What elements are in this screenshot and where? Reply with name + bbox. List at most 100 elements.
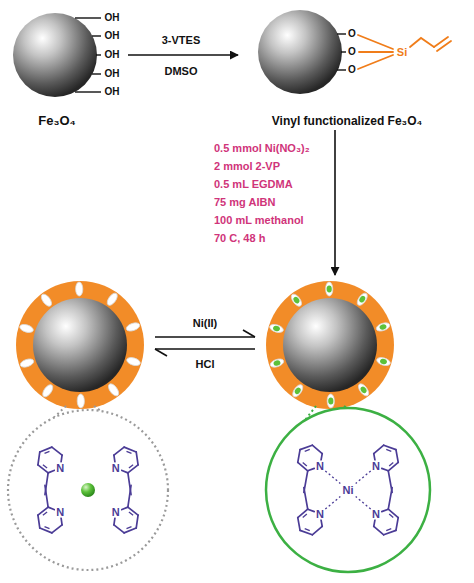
pyridine-ring	[298, 462, 308, 470]
particle-label: Vinyl functionalized Fe₃O₄	[240, 114, 454, 128]
magnetic-core	[33, 298, 127, 392]
nitrogen-label: N	[55, 463, 65, 474]
pyridine-ring	[308, 509, 315, 511]
nickel-label: Ni	[342, 485, 355, 496]
nitrogen-label: N	[111, 463, 121, 474]
reagent-label: 0.5 mL EGDMA	[214, 178, 293, 191]
nitrogen-label: N	[371, 508, 381, 519]
polymer-chain	[45, 485, 48, 507]
pyridine-ring	[114, 447, 124, 455]
reagent-label: 0.5 mmol Ni(NO₃)₂	[214, 142, 310, 155]
nitrogen-label: N	[315, 461, 325, 472]
bound-nickel	[379, 358, 387, 365]
reagent-label: Ni(II)	[193, 317, 217, 330]
reagent-label: 3-VTES	[162, 34, 201, 47]
pyridine-double-bond	[303, 514, 307, 517]
reaction-arrow	[334, 130, 336, 275]
pyridine-ring	[312, 526, 322, 534]
pyridine-double-bond	[305, 449, 310, 451]
bound-nickel	[327, 285, 332, 292]
pyridine-ring	[114, 518, 115, 525]
pyridine-ring	[124, 528, 136, 533]
cavity	[291, 383, 305, 399]
cavity	[326, 282, 333, 296]
hydroxyl-label: OH	[105, 68, 120, 80]
hydroxyl-label: OH	[105, 86, 120, 98]
magnetic-core	[283, 298, 377, 392]
pyridine-double-bond	[45, 527, 50, 529]
pyridine-ring	[374, 445, 384, 453]
pyridine-ring	[136, 515, 138, 528]
pyridine-ring	[121, 507, 128, 510]
particle-label: Fe₃O₄	[14, 113, 100, 128]
pyridine-double-bond	[129, 512, 133, 515]
pyridine-ring	[374, 526, 384, 534]
imprinted-cavities	[19, 282, 392, 408]
pyridine-ring	[128, 465, 138, 473]
pyridine-ring	[48, 470, 55, 473]
pyridine-ring	[396, 518, 398, 531]
pyridine-ring	[300, 530, 312, 534]
cavity	[355, 291, 369, 307]
o-bonds	[337, 34, 346, 70]
pyridine-ring	[114, 525, 124, 533]
pyridine-ring	[61, 518, 62, 525]
reagent-label: 2 mmol 2-VP	[214, 160, 280, 173]
pyridine-double-bond	[45, 451, 50, 453]
pyridine-double-bond	[305, 529, 310, 531]
bound-nickel	[359, 385, 367, 394]
particle-node: Fe₃O₄	[8, 8, 126, 128]
cavity	[356, 382, 370, 398]
pyridine-ring	[121, 470, 128, 473]
nickel-ion	[81, 483, 95, 497]
pyridine-ring	[38, 452, 40, 465]
pyridine-ring	[374, 454, 375, 461]
nitrogen-label: N	[371, 461, 381, 472]
pyridine-ring	[321, 520, 322, 527]
pyridine-double-bond	[303, 462, 307, 465]
pyridine-ring	[384, 530, 396, 534]
oxygen-label: O	[348, 46, 356, 58]
pyridine-ring	[124, 447, 136, 452]
pyridine-ring	[321, 454, 322, 461]
cavity	[289, 292, 303, 308]
pyridine-double-bond	[389, 462, 393, 465]
pyridine-ring	[52, 525, 62, 533]
cavity	[41, 383, 55, 399]
pyridine-double-bond	[127, 451, 132, 453]
cavity	[19, 357, 35, 368]
cavity	[269, 323, 285, 334]
pyridine-ring	[136, 452, 138, 465]
bound-nickel	[273, 359, 281, 366]
nitrogen-label: N	[55, 506, 65, 517]
pyridine-double-bond	[129, 465, 133, 468]
polymer-chain	[304, 488, 308, 510]
cavity	[269, 357, 285, 368]
pyridine-ring	[128, 507, 138, 515]
pyridine-ring	[300, 445, 312, 449]
pyridine-ring	[382, 468, 389, 470]
pyridine-ring	[52, 447, 62, 455]
pyridine-ring	[40, 528, 52, 533]
hydroxyl-label: OH	[105, 12, 120, 24]
cavity	[106, 382, 120, 398]
pyridine-ring	[40, 447, 52, 452]
coordination-bond	[356, 496, 371, 509]
reagent-label: HCl	[196, 358, 215, 371]
coordination-bond	[325, 496, 340, 509]
pyridine-ring	[61, 455, 62, 462]
pyridine-double-bond	[386, 529, 391, 531]
bound-nickel	[379, 323, 387, 330]
pyridine-ring	[298, 518, 300, 531]
bound-nickel	[358, 295, 366, 304]
cavity	[126, 356, 142, 367]
zoom-circle	[266, 408, 430, 572]
bound-nickel	[294, 386, 302, 395]
coordination-bond	[356, 471, 371, 484]
reaction-arrow	[128, 54, 238, 56]
polymer-chain	[128, 485, 131, 507]
pyridine-ring	[374, 520, 375, 527]
